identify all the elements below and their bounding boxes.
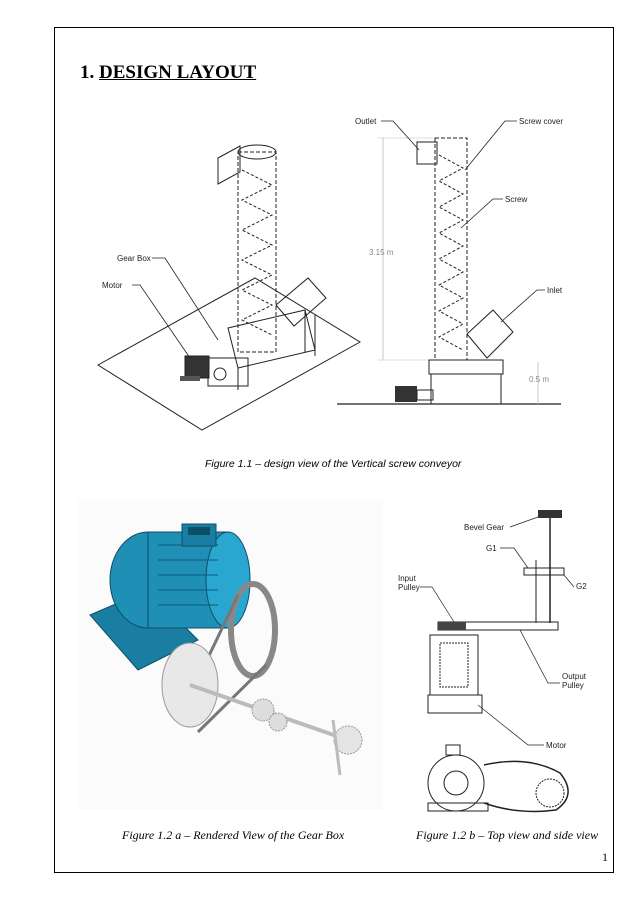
page-number: 1: [602, 850, 608, 864]
figure-1-1-side-view-drawing: 3.15 m 0.5 m Outlet Screw cover Screw In…: [337, 117, 563, 405]
label-motor: Motor: [102, 281, 123, 290]
label-g2: G2: [576, 582, 587, 591]
page-border: [54, 27, 614, 873]
figure-1-2a-caption: Figure 1.2 a – Rendered View of the Gear…: [122, 828, 345, 842]
label-input-pulley-line1: Input: [398, 574, 417, 583]
section-title: DESIGN LAYOUT: [99, 62, 257, 83]
figure-1-2b-caption: Figure 1.2 b – Top view and side view: [416, 828, 599, 842]
label-screw-cover: Screw cover: [519, 117, 563, 126]
label-motor-b: Motor: [546, 741, 567, 750]
figure-1-2a-rendered-gearbox: [78, 500, 383, 810]
label-outlet: Outlet: [355, 117, 377, 126]
label-g1: G1: [486, 544, 497, 553]
figure-1-2b-top-side-view: Bevel Gear G1 G2 Input Pulley Output Pul…: [398, 510, 587, 813]
section-heading: 1. DESIGN LAYOUT: [80, 62, 256, 84]
figure-1-1-caption: Figure 1.1 – design view of the Vertical…: [205, 458, 462, 470]
section-number: 1.: [80, 62, 95, 83]
label-output-pulley-line2: Pulley: [562, 681, 584, 690]
label-input-pulley-line2: Pulley: [398, 583, 420, 592]
label-gear-box: Gear Box: [117, 254, 151, 263]
label-bevel-gear: Bevel Gear: [464, 523, 504, 532]
label-inlet: Inlet: [547, 286, 563, 295]
label-output-pulley-line1: Output: [562, 672, 587, 681]
figure-1-1-isometric-drawing: Gear Box Motor: [97, 144, 361, 431]
dimension-height: 3.15 m: [369, 248, 394, 257]
dimension-base-height: 0.5 m: [529, 375, 549, 384]
label-screw: Screw: [505, 195, 527, 204]
